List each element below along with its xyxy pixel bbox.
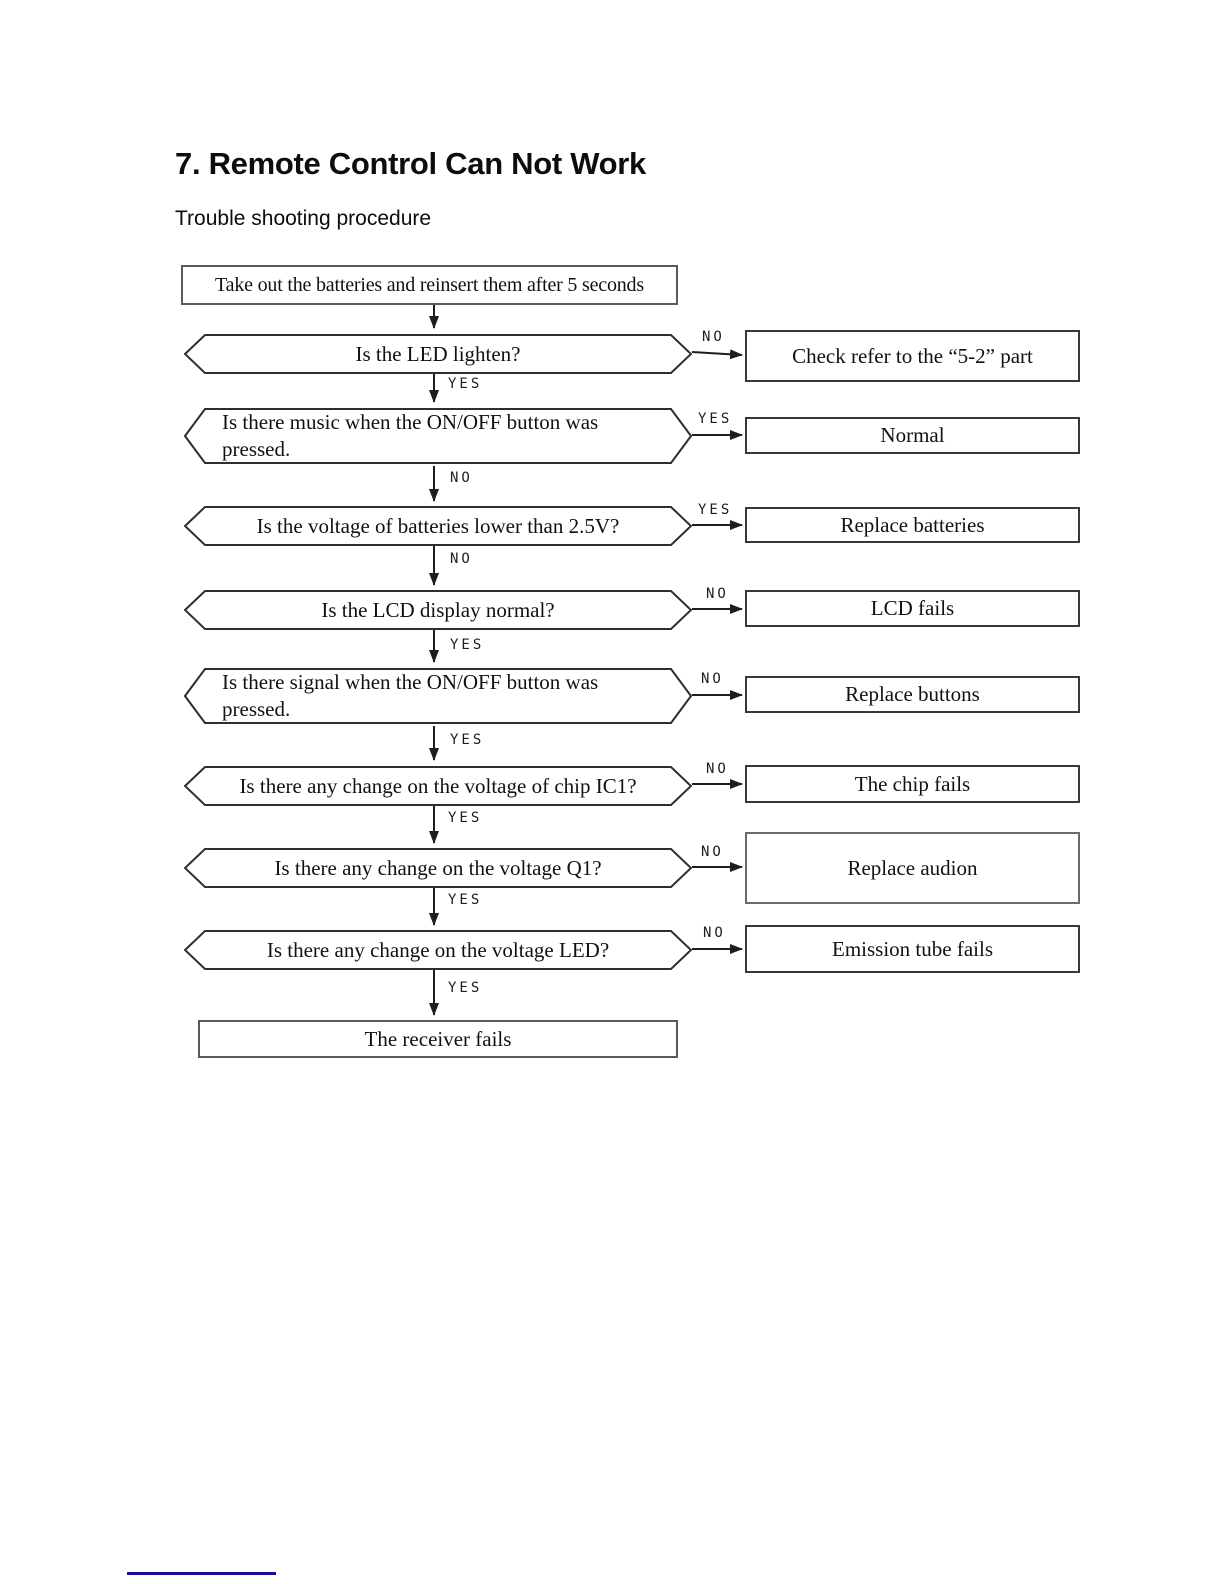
question-label: Is there music when the ON/OFF button wa… — [222, 410, 599, 461]
question-hexagon-8: Is there any change on the voltage LED? — [184, 930, 692, 970]
result-label: Replace audion — [847, 855, 978, 880]
edge-label: YES — [448, 980, 483, 996]
question-hexagon-5: Is there signal when the ON/OFF button w… — [184, 667, 692, 725]
result-label: The chip fails — [854, 771, 971, 796]
edge-label: YES — [448, 892, 483, 908]
hexagon-outline — [184, 408, 692, 464]
result-label: LCD fails — [870, 596, 955, 620]
question-hexagon-6: Is there any change on the voltage of ch… — [184, 766, 692, 806]
hexagon-outline — [184, 334, 692, 374]
edge-label: NO — [701, 844, 724, 860]
result-label: Check refer to the “5-2” part — [792, 343, 1033, 368]
hexagon-outline — [184, 506, 692, 546]
start-box: Take out the batteries and reinsert them… — [181, 265, 678, 305]
result-box-4: LCD fails — [745, 590, 1080, 627]
result-label: Replace batteries — [840, 512, 985, 537]
question-hexagon-1: Is the LED lighten? — [184, 334, 692, 374]
end-box: The receiver fails — [198, 1020, 678, 1058]
question-label: Is the LCD display normal? — [321, 597, 555, 622]
edge-label: YES — [698, 502, 733, 518]
edge-label: YES — [450, 732, 485, 748]
question-label: Is the LED lighten? — [355, 341, 521, 366]
question-label: Is there any change on the voltage Q1? — [274, 855, 602, 880]
result-box-8: Emission tube fails — [745, 925, 1080, 973]
question-label: Is the voltage of batteries lower than 2… — [256, 513, 620, 538]
hexagon-outline — [184, 766, 692, 806]
question-label: Is there any change on the voltage LED? — [266, 937, 610, 962]
result-box-5: Replace buttons — [745, 676, 1080, 713]
result-box-6: The chip fails — [745, 765, 1080, 803]
result-label: Emission tube fails — [832, 936, 993, 961]
hexagon-outline — [184, 930, 692, 970]
edge-label: NO — [450, 470, 473, 486]
edge-label: NO — [706, 761, 729, 777]
edge-label: NO — [701, 671, 724, 687]
result-box-3: Replace batteries — [745, 507, 1080, 543]
edge-label: YES — [698, 411, 733, 427]
end-box-label: The receiver fails — [364, 1026, 512, 1051]
edge-label: NO — [450, 551, 473, 567]
hexagon-outline — [184, 848, 692, 888]
question-label: Is there any change on the voltage of ch… — [239, 773, 637, 798]
start-box-label: Take out the batteries and reinsert them… — [215, 273, 644, 296]
question-hexagon-2: Is there music when the ON/OFF button wa… — [184, 407, 692, 465]
result-label: Normal — [880, 423, 945, 447]
edge-label: NO — [703, 925, 726, 941]
hexagon-outline — [184, 668, 692, 724]
question-hexagon-3: Is the voltage of batteries lower than 2… — [184, 506, 692, 546]
result-box-7: Replace audion — [745, 832, 1080, 904]
result-box-2: Normal — [745, 417, 1080, 454]
edge-label: YES — [450, 637, 485, 653]
edge-label: YES — [448, 810, 483, 826]
page-title: 7. Remote Control Can Not Work — [175, 146, 646, 181]
edge-label: YES — [448, 376, 483, 392]
edge-label: NO — [702, 329, 725, 345]
edge-label: NO — [706, 586, 729, 602]
page-subtitle: Trouble shooting procedure — [175, 207, 432, 230]
result-box-1: Check refer to the “5-2” part — [745, 330, 1080, 382]
footer-rule — [127, 1572, 276, 1575]
question-label: Is there signal when the ON/OFF button w… — [222, 670, 599, 721]
question-hexagon-7: Is there any change on the voltage Q1? — [184, 848, 692, 888]
question-hexagon-4: Is the LCD display normal? — [184, 590, 692, 630]
result-label: Replace buttons — [845, 682, 980, 706]
hexagon-outline — [184, 590, 692, 630]
